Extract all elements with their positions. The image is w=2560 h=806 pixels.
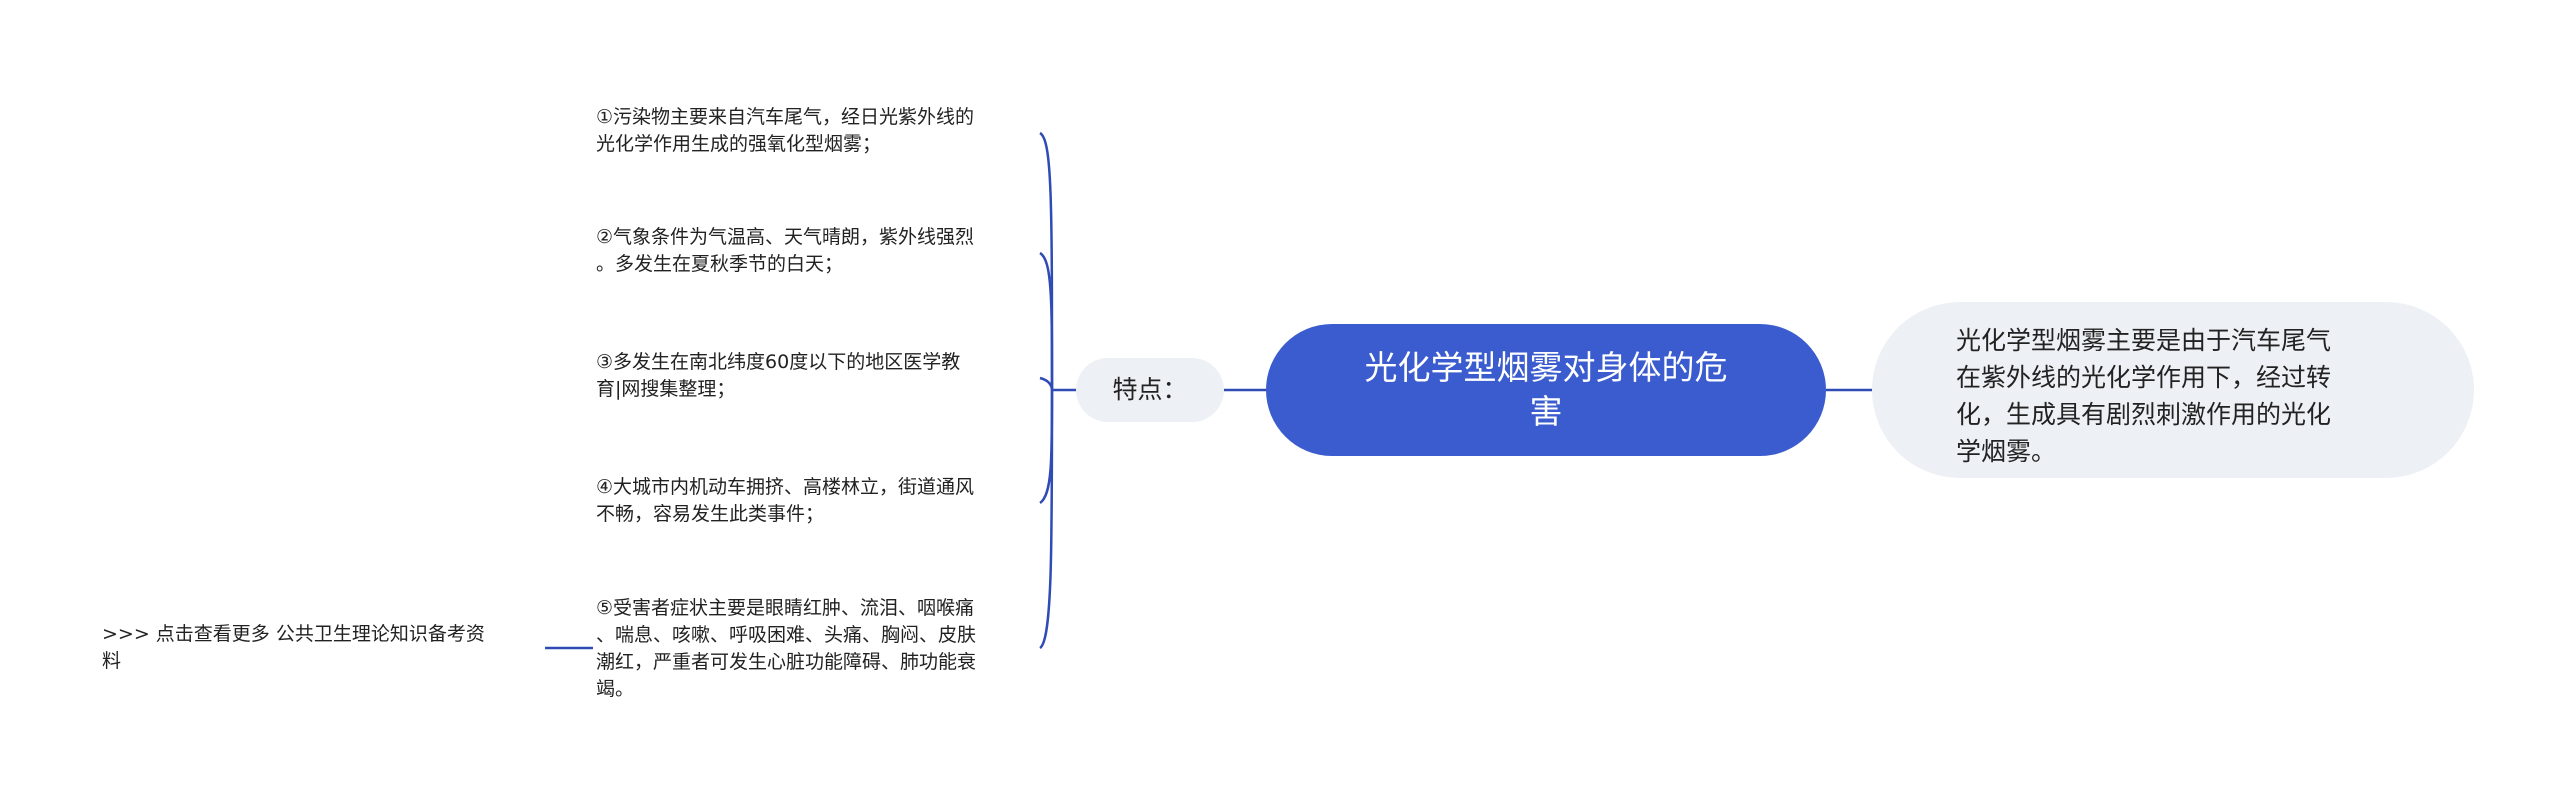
feature-item-4[interactable]: ④大城市内机动车拥挤、高楼林立，街道通风 不畅，容易发生此类事件； bbox=[596, 476, 975, 525]
feature-item-2[interactable]: ②气象条件为气温高、天气晴朗，紫外线强烈 。多发生在夏秋季节的白天； bbox=[596, 226, 975, 275]
connector-item-5 bbox=[1039, 389, 1054, 650]
detail-node[interactable]: 光化学型烟雾主要是由于汽车尾气 在紫外线的光化学作用下，经过转 化，生成具有剧烈… bbox=[1872, 302, 2474, 478]
feature-node-label: 特点： bbox=[1112, 375, 1188, 404]
central-topic-label: 光化学型烟雾对身体的危 害 bbox=[1364, 348, 1728, 431]
connector-item-3 bbox=[1039, 376, 1054, 391]
feature-item-5[interactable]: ⑤受害者症状主要是眼睛红肿、流泪、咽喉痛 、喘息、咳嗽、呼吸困难、头痛、胸闷、皮… bbox=[596, 597, 977, 700]
detail-node-text: 光化学型烟雾主要是由于汽车尾气 在紫外线的光化学作用下，经过转 化，生成具有剧烈… bbox=[1956, 326, 2332, 466]
feature-node[interactable]: 特点： bbox=[1076, 358, 1224, 422]
more-resources-link[interactable]: >>> 点击查看更多 公共卫生理论知识备考资 料 bbox=[102, 623, 485, 672]
central-topic[interactable]: 光化学型烟雾对身体的危 害 bbox=[1266, 324, 1826, 456]
feature-item-1[interactable]: ①污染物主要来自汽车尾气，经日光紫外线的 光化学作用生成的强氧化型烟雾； bbox=[596, 106, 975, 155]
connector-item-2 bbox=[1039, 251, 1054, 391]
feature-item-3[interactable]: ③多发生在南北纬度60度以下的地区医学教 育|网搜集整理； bbox=[596, 351, 961, 400]
